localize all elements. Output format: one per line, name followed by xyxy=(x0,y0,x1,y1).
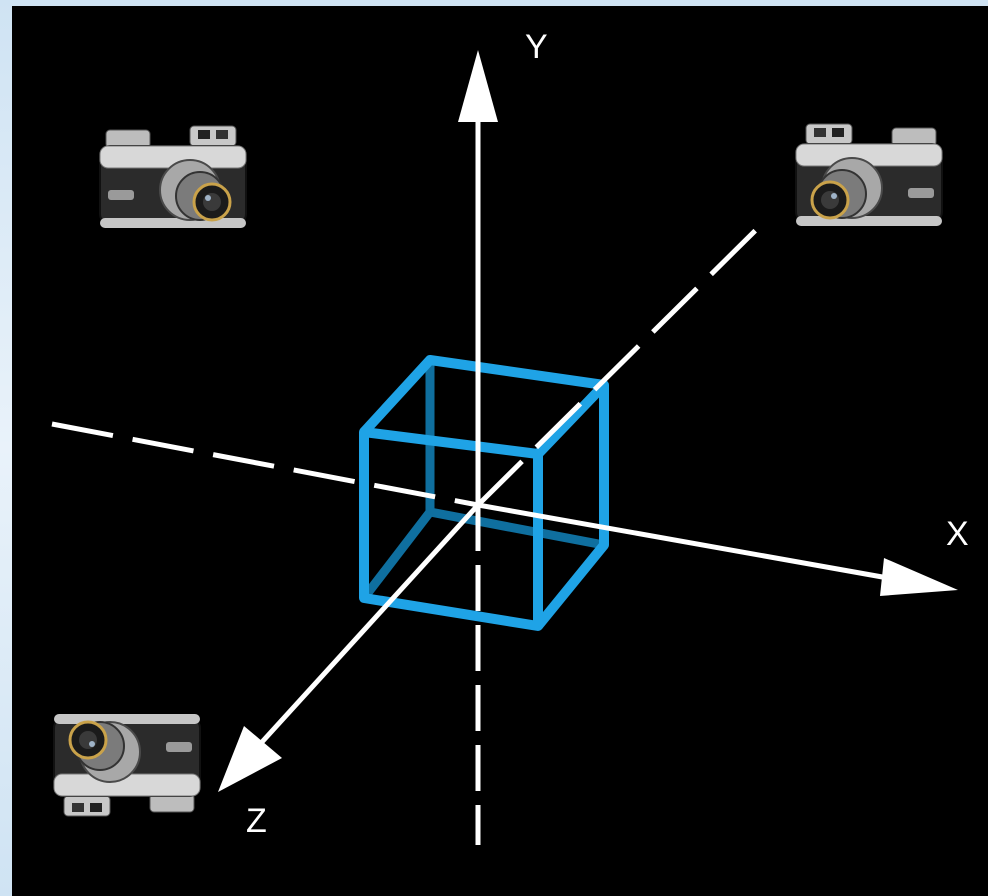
z-axis xyxy=(260,503,480,744)
x-axis-negative xyxy=(51,421,479,508)
z-axis-arrowhead xyxy=(218,726,282,792)
x-axis xyxy=(477,502,889,581)
x-axis-arrowhead xyxy=(880,558,958,596)
z-axis-label: Z xyxy=(246,802,267,840)
camera-icon xyxy=(794,122,944,228)
cube xyxy=(359,355,609,631)
z-axis-negative xyxy=(476,218,768,507)
camera-icon xyxy=(98,124,248,230)
y-axis-label: Y xyxy=(525,28,548,66)
x-axis-label: X xyxy=(946,515,969,553)
camera-icon xyxy=(52,712,202,818)
y-axis-arrowhead xyxy=(458,50,498,122)
